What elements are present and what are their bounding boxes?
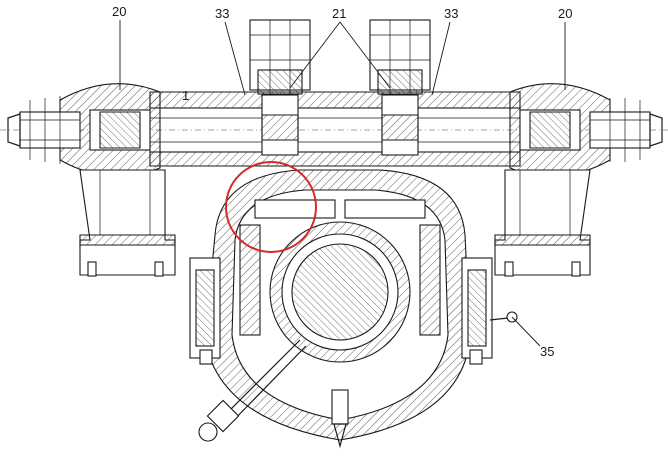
right-side-bracket — [461, 257, 493, 365]
leader-lines — [119, 20, 566, 347]
bottom-pin — [331, 389, 349, 449]
callout-33-right: 33 — [444, 6, 458, 21]
callout-21: 21 — [332, 6, 346, 21]
callout-20-right: 20 — [558, 6, 572, 21]
left-hub-assembly — [7, 83, 161, 177]
callout-1: 1 — [182, 88, 189, 103]
diagonal-rod — [198, 339, 307, 442]
left-side-bracket — [189, 257, 221, 365]
right-hub-assembly — [509, 83, 663, 177]
adjustment-knob — [489, 311, 518, 323]
callout-20-left: 20 — [112, 4, 126, 19]
central-drum — [269, 221, 411, 363]
left-actuator — [249, 19, 311, 156]
left-leg — [79, 169, 176, 277]
right-leg — [494, 169, 591, 277]
highlight-circle — [225, 161, 317, 253]
callout-35: 35 — [540, 344, 554, 359]
callout-33-left: 33 — [215, 6, 229, 21]
